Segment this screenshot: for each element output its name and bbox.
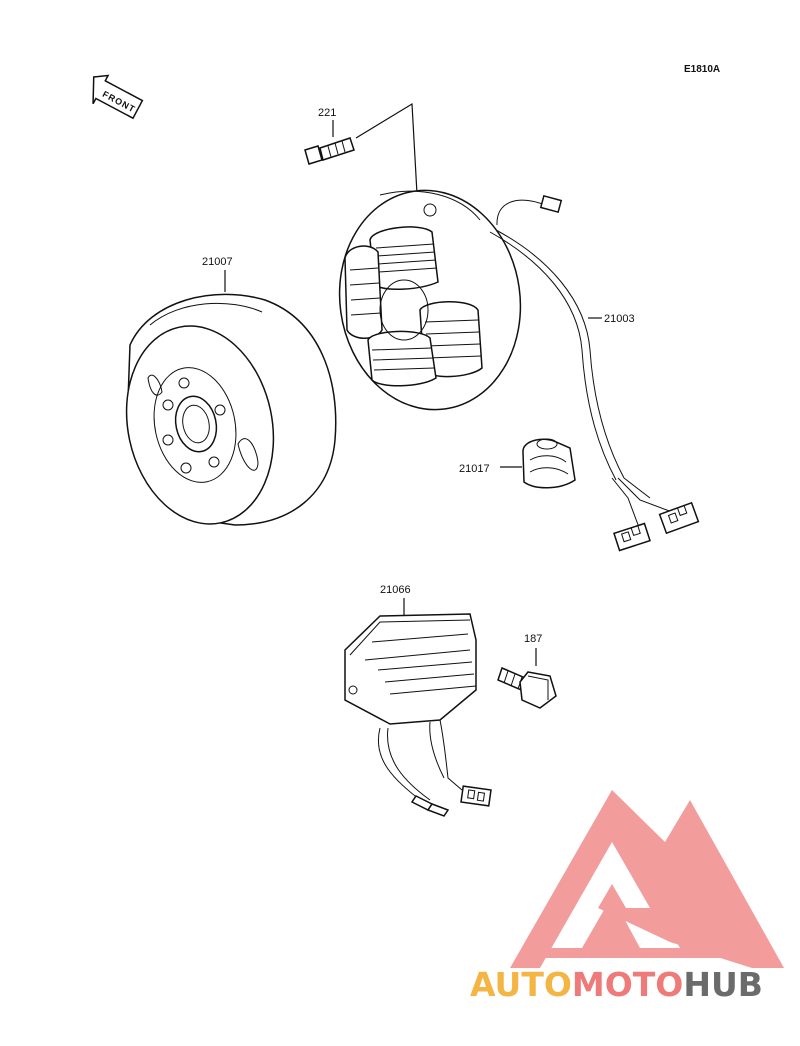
regulator-part	[344, 613, 492, 817]
watermark-auto: AUTO	[470, 965, 572, 1004]
grommet-part	[522, 438, 576, 489]
regulator-part-number: 21066	[380, 584, 411, 596]
stator-part	[338, 189, 700, 552]
screw-part-number: 221	[318, 107, 336, 119]
bolt-part-number: 187	[524, 633, 542, 645]
watermark-logo	[510, 790, 784, 968]
diagram-code: E1810A	[684, 64, 720, 75]
watermark-moto: MOTO	[572, 965, 683, 1004]
front-arrow-icon: FRONT	[92, 74, 144, 120]
flywheel-part-number: 21007	[202, 256, 233, 268]
flywheel-part	[125, 293, 337, 526]
watermark-hub: HUB	[683, 965, 763, 1004]
grommet-part-number: 21017	[459, 463, 490, 475]
bolt-part	[497, 666, 557, 709]
watermark-text: AUTOMOTOHUB	[470, 965, 763, 1004]
stator-part-number: 21003	[604, 313, 635, 325]
screw-part	[304, 137, 355, 165]
